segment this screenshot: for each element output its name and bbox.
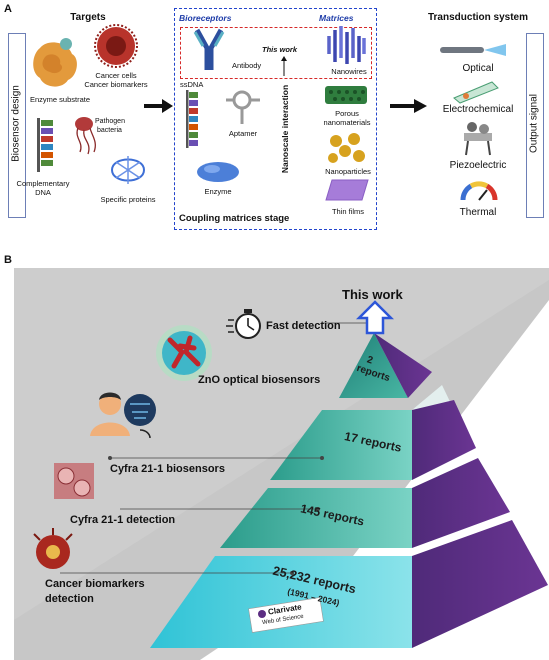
ssdna-label: ssDNA xyxy=(180,80,204,89)
clarivate-badge xyxy=(248,597,324,633)
pyramid-level-1-side xyxy=(374,333,432,398)
cyfra-biosensors-label: Cyfra 21-1 biosensors xyxy=(110,463,225,475)
output-signal-box xyxy=(526,33,544,218)
pyramid-level-1-front xyxy=(339,333,408,398)
pyramid-level-3-front xyxy=(220,488,412,548)
bioreceptors-title: Bioreceptors xyxy=(179,13,232,23)
enzyme-substrate-label: Enzyme substrate xyxy=(29,95,91,104)
aptamer-label: Aptamer xyxy=(228,129,258,138)
porous-nanomaterials-icon xyxy=(325,86,367,104)
antibody-label: Antibody xyxy=(232,61,262,70)
coupling-stage-box xyxy=(174,8,377,230)
matrices-title: Matrices xyxy=(319,13,354,23)
transduction-title: Transduction system xyxy=(427,12,529,23)
fast-detection-label: Fast detection xyxy=(266,320,341,332)
pathogen-label-2: bacteria xyxy=(97,127,122,134)
nanoparticles-label: Nanoparticles xyxy=(325,167,371,176)
cancer-biomarkers-label-2: detection xyxy=(45,593,94,605)
arrow-to-transduction xyxy=(390,99,427,113)
aptamer-icon xyxy=(226,90,260,124)
pathogen-bacteria-icon xyxy=(75,117,96,155)
cancer-biomarkers-label-1: Cancer biomarkers xyxy=(45,578,145,590)
arrow-to-coupling xyxy=(144,99,173,113)
thermal-label: Thermal xyxy=(459,207,497,218)
this-work-label: This work xyxy=(342,287,403,302)
complementary-dna-icon xyxy=(37,118,53,172)
targets-title: Targets xyxy=(70,12,106,23)
panel-b-letter: B xyxy=(4,254,12,266)
this-work-box xyxy=(180,27,372,79)
enzyme-icon xyxy=(197,162,239,182)
porous-label-2: nanomaterials xyxy=(323,118,371,127)
dna-label-2: DNA xyxy=(35,188,51,197)
antibody-icon xyxy=(193,28,225,70)
researcher-icon xyxy=(90,392,156,439)
thin-films-label: Thin films xyxy=(331,207,365,216)
pyramid-level-2-side xyxy=(412,400,476,480)
zno-label: ZnO optical biosensors xyxy=(198,374,321,386)
pyramid-level-4-front xyxy=(150,556,412,648)
this-work-tag: This work xyxy=(262,45,298,54)
porous-label-1: Porous xyxy=(335,109,359,118)
panel-a-letter: A xyxy=(4,3,12,15)
dna-label-1: Complementary xyxy=(16,179,70,188)
pyramid-level-3-side xyxy=(412,458,510,548)
zno-nanostructure-icon xyxy=(156,325,212,381)
optical-label: Optical xyxy=(462,63,494,74)
background-band-shade xyxy=(14,268,549,620)
stopwatch-icon xyxy=(226,309,261,339)
coupling-stage-label: Coupling matrices stage xyxy=(179,213,290,224)
cancer-biomarkers-label: Cancer biomarkers xyxy=(84,80,148,89)
cyfra-detection-label: Cyfra 21-1 detection xyxy=(70,514,176,526)
cancer-cell-icon xyxy=(94,24,138,68)
nanowires-label: Nanowires xyxy=(331,67,367,76)
this-work-arrow-icon xyxy=(281,56,287,76)
thermal-gauge-icon xyxy=(460,181,498,201)
piezoelectric-label: Piezoelectric xyxy=(449,160,507,171)
biosensor-design-box xyxy=(8,33,26,218)
enzyme-substrate-icon xyxy=(33,38,77,87)
enzyme-label: Enzyme xyxy=(204,187,232,196)
cancer-cells-label: Cancer cells xyxy=(95,71,137,80)
pyramid-level-2-front xyxy=(270,410,412,480)
ssdna-icon xyxy=(186,90,198,148)
piezoelectric-icon xyxy=(464,122,492,156)
nanowires-icon xyxy=(327,26,366,64)
cyfra-cells-icon xyxy=(54,463,94,499)
pyramid-level-4-side xyxy=(412,520,548,648)
specific-protein-icon xyxy=(110,156,146,184)
nanoparticles-icon xyxy=(328,133,365,163)
optical-fiber-icon xyxy=(440,44,506,56)
pathogen-label-1: Pathogen xyxy=(95,118,125,125)
this-work-arrow-icon xyxy=(355,300,395,335)
cancer-biomarker-cell-icon xyxy=(33,528,73,569)
specific-proteins-label: Specific proteins xyxy=(100,195,156,204)
thin-films-icon xyxy=(325,179,369,201)
electrochemical-icon xyxy=(453,81,499,104)
electrochemical-label: Electrochemical xyxy=(442,104,514,115)
